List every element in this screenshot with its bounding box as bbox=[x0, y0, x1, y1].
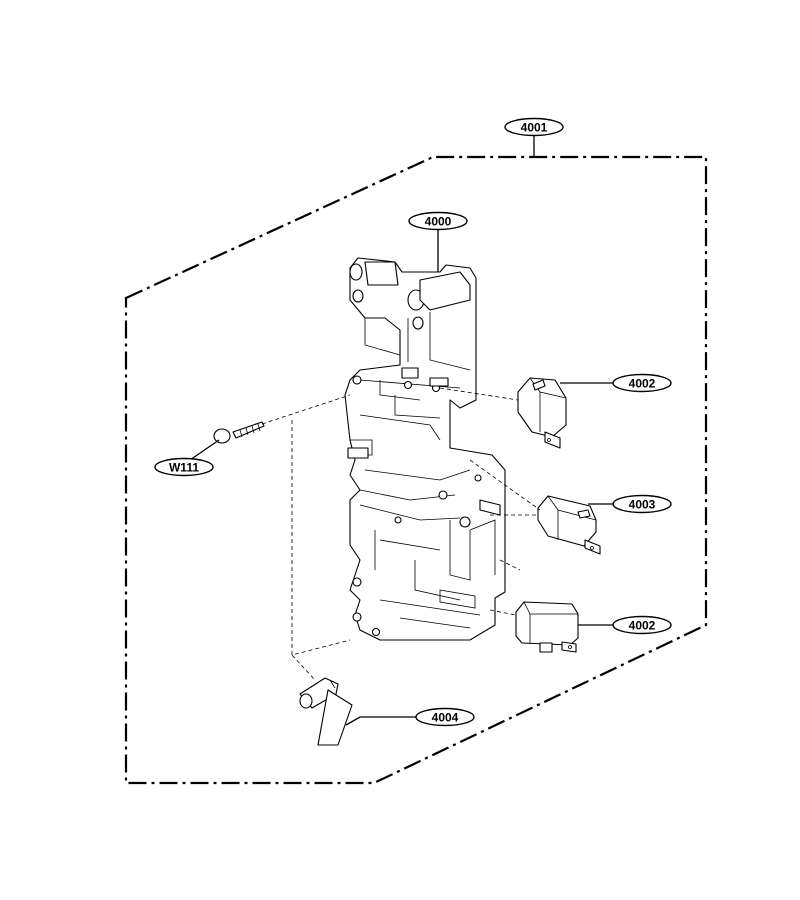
screw-part bbox=[213, 421, 265, 444]
label-frame-text: 4000 bbox=[425, 215, 452, 229]
label-assembly-text: 4001 bbox=[521, 121, 548, 135]
label-screw-text: W111 bbox=[169, 461, 199, 475]
label-switch-mid: 4003 bbox=[612, 494, 672, 514]
switch-top-part bbox=[517, 377, 567, 449]
switch-bottom-part bbox=[515, 601, 579, 653]
label-assembly: 4001 bbox=[504, 117, 564, 137]
frame-part bbox=[344, 257, 506, 641]
label-switch-bottom: 4002 bbox=[612, 615, 672, 635]
switch-mid-part bbox=[537, 495, 601, 555]
lever-part bbox=[299, 677, 353, 746]
label-switch-bottom-text: 4002 bbox=[629, 619, 656, 633]
label-frame: 4000 bbox=[408, 211, 468, 231]
label-lever-text: 4004 bbox=[432, 711, 459, 725]
label-lever: 4004 bbox=[415, 707, 475, 727]
leader-lines bbox=[189, 135, 613, 726]
label-switch-top: 4002 bbox=[612, 373, 672, 393]
label-screw: W111 bbox=[154, 457, 214, 477]
label-switch-mid-text: 4003 bbox=[629, 498, 656, 512]
alignment-lines bbox=[261, 387, 541, 681]
assembly-boundary bbox=[124, 155, 708, 785]
label-switch-top-text: 4002 bbox=[629, 377, 656, 391]
